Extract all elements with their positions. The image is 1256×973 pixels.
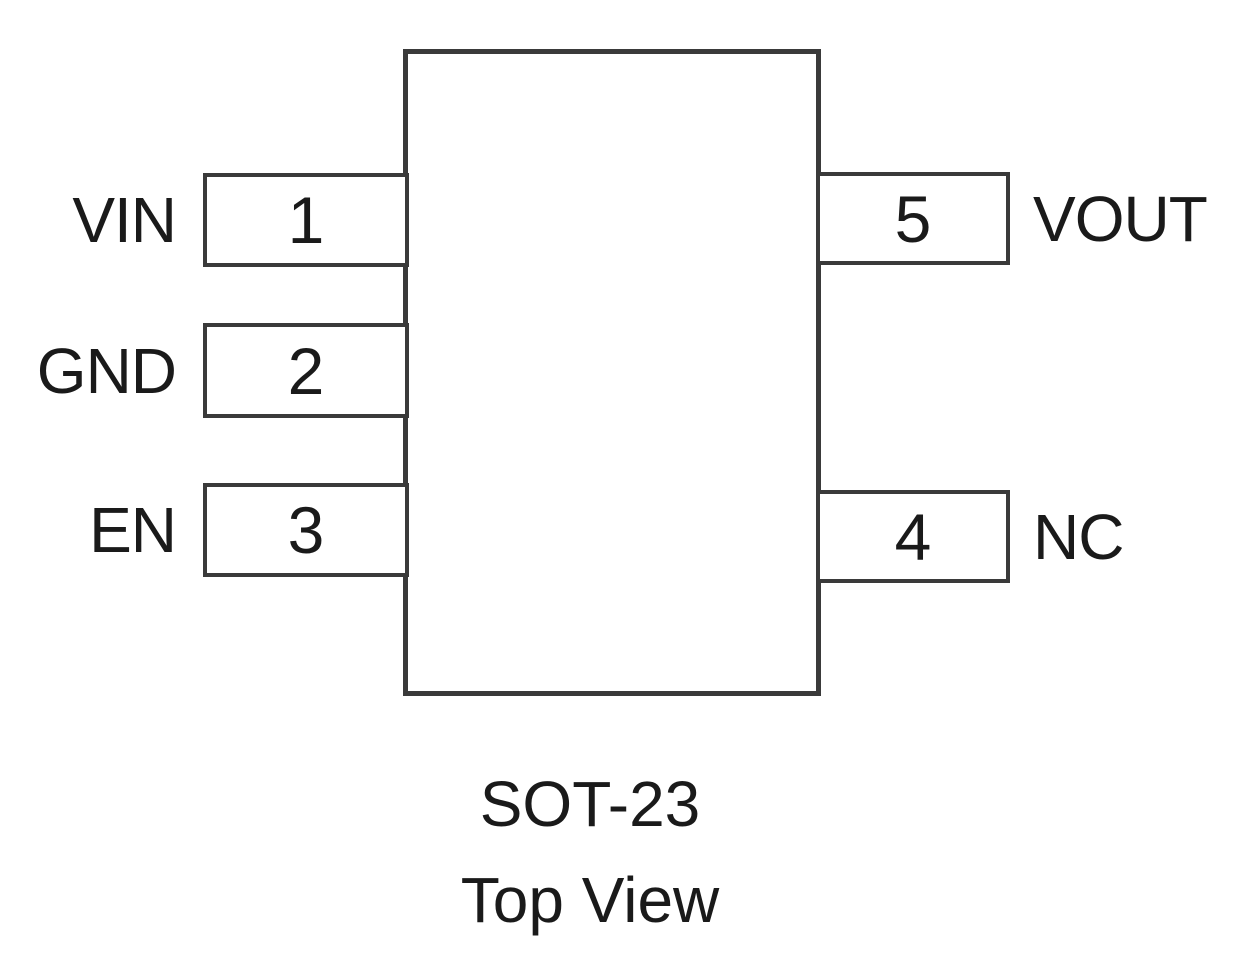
pin-label-vout: VOUT (1033, 182, 1208, 255)
pin-box-2: 2 (203, 323, 409, 418)
pin-label-nc: NC (1033, 500, 1124, 573)
pin-number-5: 5 (894, 181, 932, 256)
pin-number-1: 1 (287, 183, 325, 257)
pin-box-4: 4 (816, 490, 1010, 583)
pin-label-gnd: GND (36, 334, 177, 407)
ic-package-body (403, 49, 821, 696)
view-caption: Top View (460, 864, 720, 936)
pin-label-vin: VIN (72, 184, 177, 256)
pin-number-2: 2 (287, 333, 325, 408)
pin-box-5: 5 (816, 172, 1010, 265)
pin-box-3: 3 (203, 483, 409, 577)
pin-label-en: EN (89, 494, 177, 566)
pin-number-3: 3 (287, 493, 325, 567)
package-name-caption: SOT-23 (479, 768, 701, 840)
pin-number-4: 4 (894, 499, 932, 574)
pin-box-1: 1 (203, 173, 409, 267)
